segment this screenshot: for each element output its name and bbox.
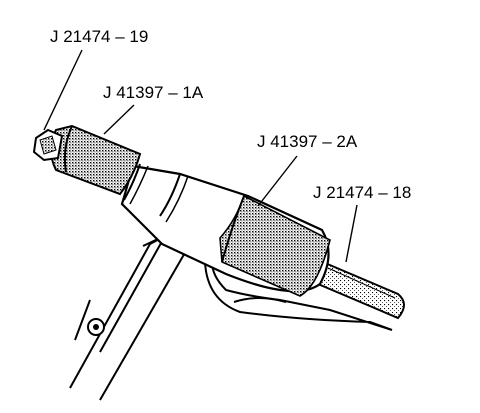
label-j41397-2a: J 41397 – 2A [257,132,358,151]
tool-shaft-j21474-18 [317,258,405,320]
leader-lines [43,49,358,263]
leader-j41397-2a [257,155,298,207]
control-arm [69,229,191,401]
label-j41397-1a: J 41397 – 1A [103,83,204,102]
leader-j41397-1a [103,104,135,135]
tool-body-j41397-2a [120,163,331,297]
tool-nut-j21474-19 [32,128,64,162]
label-j21474-18: J 21474 – 18 [313,183,412,202]
label-j21474-19: J 21474 – 19 [50,27,149,46]
arm-hole [87,318,105,336]
tool-driver-j41397-1a [50,124,142,196]
leader-j21474-18 [345,204,358,263]
leader-j21474-19 [43,49,83,131]
